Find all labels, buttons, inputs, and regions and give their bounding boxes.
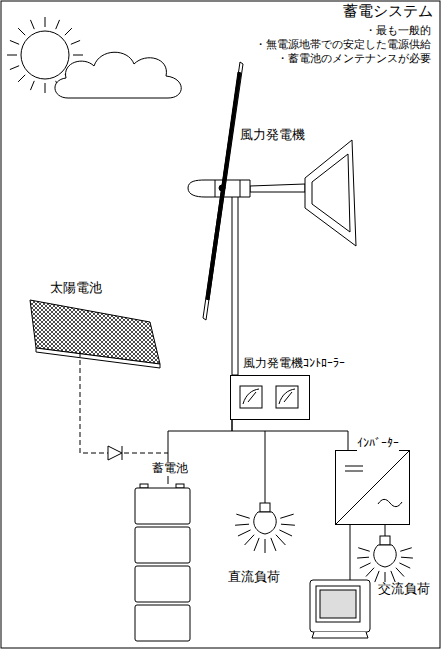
controller-box: 風力発電機ｺﾝﾄﾛｰﾗｰ: [230, 375, 310, 420]
ray: [265, 539, 266, 553]
node-label: ｲﾝﾊﾞｰﾀｰ: [357, 437, 399, 451]
ray: [10, 66, 19, 70]
note: ・最も一般的: [365, 24, 431, 36]
ray: [276, 535, 286, 545]
ray: [254, 538, 259, 551]
node-label: 風力発電機ｺﾝﾄﾛｰﾗｰ: [243, 357, 345, 371]
ray: [360, 563, 371, 568]
solar-wire: [80, 352, 168, 453]
dc-bulb: [235, 431, 295, 553]
ray: [235, 524, 249, 525]
ray: [391, 571, 395, 582]
note: ・蓄電池のメンテナンスが必要: [277, 52, 431, 64]
ray: [7, 55, 17, 56]
ray: [236, 514, 249, 518]
ray: [10, 40, 19, 44]
ray: [357, 557, 369, 559]
ray: [30, 20, 34, 29]
ray: [45, 17, 46, 27]
wind-turbine: [188, 62, 356, 375]
cloud: [55, 52, 181, 98]
ray: [238, 530, 251, 536]
battery-cells: [135, 484, 190, 641]
solar-panel: [30, 300, 160, 368]
ray: [366, 568, 374, 577]
ray: [400, 548, 411, 552]
part-name: 直流負荷: [228, 570, 280, 585]
title: 蓄電システム: [343, 3, 433, 20]
ray: [245, 535, 255, 545]
ray: [399, 563, 410, 568]
ray: [271, 538, 276, 551]
node-label: 蓄電池: [152, 462, 188, 476]
wire: [232, 420, 348, 450]
ray: [18, 75, 25, 82]
ray: [56, 20, 60, 29]
ray: [65, 28, 72, 35]
part-name: 交流負荷: [378, 582, 430, 597]
part-name: 風力発電機: [240, 128, 305, 143]
note: ・無電源地帯での安定した電源供給: [255, 38, 431, 50]
ray: [71, 40, 80, 44]
ray: [18, 28, 25, 35]
ray: [30, 81, 34, 90]
meter-symbol: [240, 386, 298, 408]
ray: [45, 83, 46, 93]
ray: [280, 514, 293, 518]
inverter-box: ｲﾝﾊﾞｰﾀｰ: [335, 450, 410, 525]
ray: [358, 548, 369, 552]
ray: [396, 568, 404, 577]
diode-symbol: [108, 446, 122, 460]
ray: [401, 557, 413, 559]
ray: [73, 55, 83, 56]
inverter-symbol: [336, 451, 409, 524]
battery-stack: 蓄電池: [130, 484, 195, 641]
ray: [279, 530, 292, 536]
ray: [281, 524, 295, 525]
part-name: 太陽電池: [50, 281, 102, 296]
ray: [375, 571, 379, 582]
